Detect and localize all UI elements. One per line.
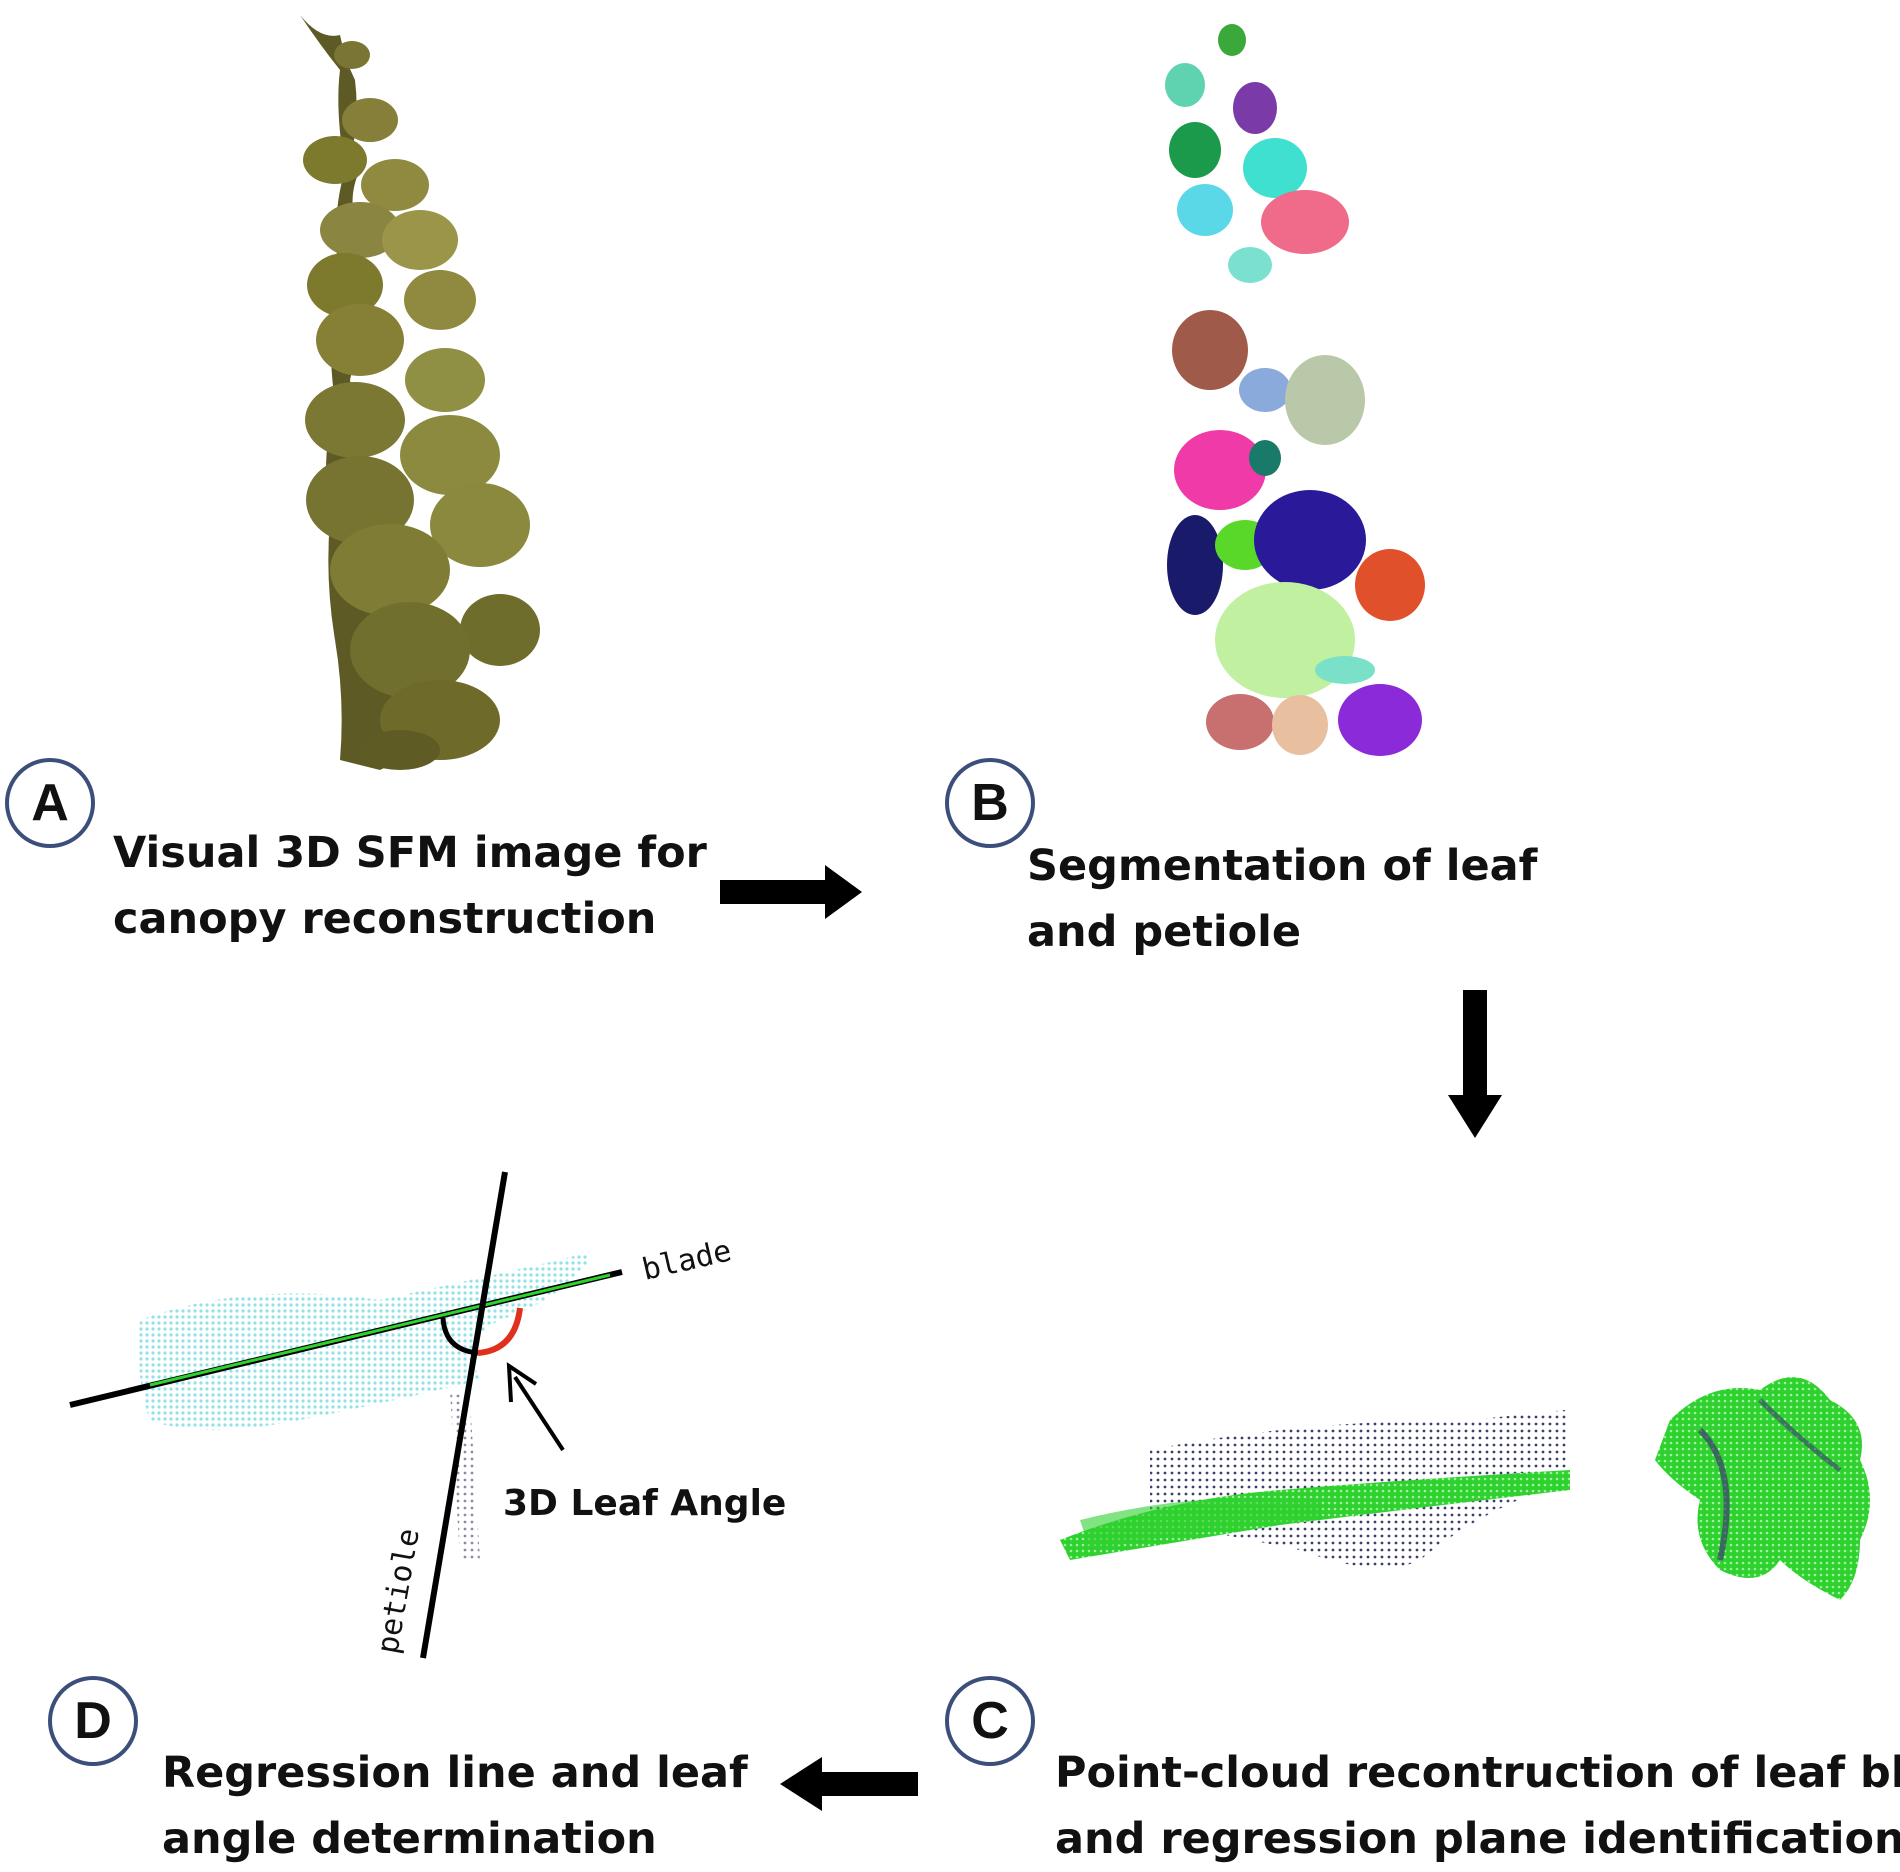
panel-c-badge: C — [945, 1676, 1035, 1766]
petiole-regression-line — [420, 1171, 508, 1659]
panel-d-caption: Regression line and leaf angle determina… — [162, 1740, 748, 1872]
arrow-left — [780, 1757, 918, 1811]
blade-label: blade — [639, 1233, 735, 1287]
angle-pointer-arrow — [506, 1362, 565, 1452]
blade-point-cloud — [138, 1255, 590, 1560]
leaf-angle-label: 3D Leaf Angle — [503, 1483, 786, 1524]
panel-c-caption: Point-cloud recontruction of leaf blade … — [1055, 1740, 1900, 1872]
panel-a-caption-line1: Visual 3D SFM image for — [113, 828, 707, 878]
panel-b-caption: Segmentation of leaf and petiole — [1027, 833, 1537, 965]
panel-b-caption-line1: Segmentation of leaf — [1027, 841, 1538, 891]
point-cloud-side-view — [1060, 1410, 1570, 1568]
point-cloud-top-view — [1655, 1377, 1870, 1600]
angle-arc-black — [440, 1317, 479, 1356]
angle-arc-red — [477, 1307, 523, 1356]
panel-d-caption-line1: Regression line and leaf — [162, 1748, 748, 1798]
panel-c-caption-line2: and regression plane identification — [1055, 1814, 1900, 1864]
panel-a-badge: A — [5, 758, 95, 848]
panel-b-badge: B — [945, 758, 1035, 848]
panel-a-caption-line2: canopy reconstruction — [113, 894, 657, 944]
petiole-label: petiole — [370, 1526, 426, 1657]
panel-a-caption: Visual 3D SFM image for canopy reconstru… — [113, 820, 707, 952]
panel-c-caption-line1: Point-cloud recontruction of leaf blade — [1055, 1748, 1900, 1798]
arrow-down — [1448, 990, 1502, 1138]
panel-d-caption-line2: angle determination — [162, 1814, 657, 1864]
segmented-leaves-image — [1165, 24, 1425, 756]
panel-b-caption-line2: and petiole — [1027, 907, 1302, 957]
blade-green-fit — [149, 1273, 611, 1387]
panel-d-badge: D — [48, 1676, 138, 1766]
arrow-right — [720, 865, 862, 919]
plant-canopy-image — [300, 15, 540, 770]
